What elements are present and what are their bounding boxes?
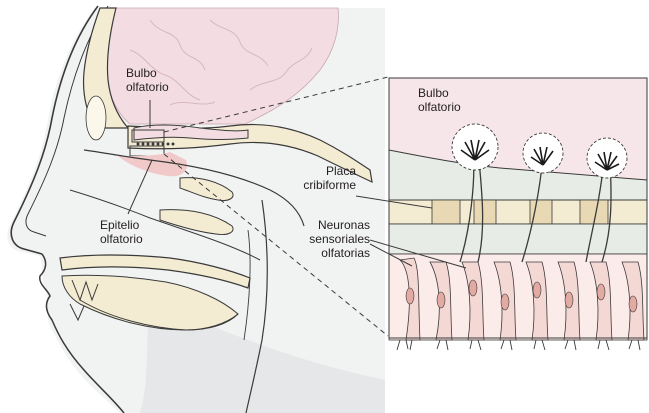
frontal-sinus <box>85 95 107 141</box>
label-placa-cribiforme: Placa cribiforme <box>300 164 356 192</box>
tongue-outline <box>79 299 239 331</box>
label-epitelio-line1: Epitelio <box>100 218 140 232</box>
placa-pointer <box>355 195 433 209</box>
label-neuronas-line3: olfatorias <box>321 246 370 260</box>
oral-cavity <box>61 274 239 331</box>
nasal-cavity-outline <box>83 149 305 227</box>
label-epitelio-line2: olfatorio <box>100 232 143 246</box>
cilia <box>396 339 641 351</box>
pharynx-wall-inner <box>243 229 251 341</box>
label-bulbo-right-line1: Bulbo <box>418 86 449 100</box>
epitelio-pointer <box>127 159 153 215</box>
neuronas-pointer-2 <box>369 243 413 267</box>
cell-nuclei <box>405 279 638 313</box>
label-epitelio-olfatorio: Epitelio olfatorio <box>100 218 143 246</box>
lamina-propria <box>388 223 648 255</box>
zoom-lines <box>163 76 389 337</box>
lips-outline <box>39 253 125 413</box>
olfactory-bulb-left <box>133 124 249 141</box>
label-bulbo-olfatorio-right: Bulbo olfatorio <box>418 86 461 114</box>
label-placa-line2: cribiforme <box>303 178 356 192</box>
brain-gyri <box>129 19 313 106</box>
bulb-detail-box <box>131 129 165 143</box>
detail-panel <box>355 77 648 351</box>
glomerulus-3 <box>586 137 628 179</box>
pharynx-wall <box>245 199 268 413</box>
bulb-tissue-lower <box>388 149 648 201</box>
face-outline <box>10 5 99 255</box>
neuronas-pointer-1 <box>369 239 467 269</box>
label-bulbo-right-line2: olfatorio <box>418 100 461 114</box>
detail-panel-border <box>388 77 648 339</box>
glomeruli <box>451 123 628 179</box>
label-neuronas-line1: Neuronas <box>317 218 370 232</box>
label-bulbo-left-line2: olfatorio <box>126 80 169 94</box>
face-outline-inner <box>25 5 109 237</box>
cribriform-dots <box>136 142 175 146</box>
skull-base-bone <box>127 123 373 184</box>
glomerulus-branches <box>460 139 620 171</box>
label-neuronas-sensoriales: Neuronas sensoriales olfatorias <box>306 218 370 260</box>
label-bulbo-olfatorio-left: Bulbo olfatorio <box>126 66 169 94</box>
label-neuronas-line2: sensoriales <box>309 232 370 246</box>
middle-turbinate <box>159 209 234 235</box>
label-placa-line1: Placa <box>325 164 356 178</box>
nasal-floor-outline <box>69 189 261 261</box>
hard-palate <box>59 254 251 289</box>
glomerulus-2 <box>522 132 564 174</box>
glomerulus-1 <box>451 123 499 171</box>
head-section <box>7 5 386 413</box>
label-bulbo-left-line1: Bulbo <box>126 66 157 80</box>
teeth <box>69 279 99 322</box>
